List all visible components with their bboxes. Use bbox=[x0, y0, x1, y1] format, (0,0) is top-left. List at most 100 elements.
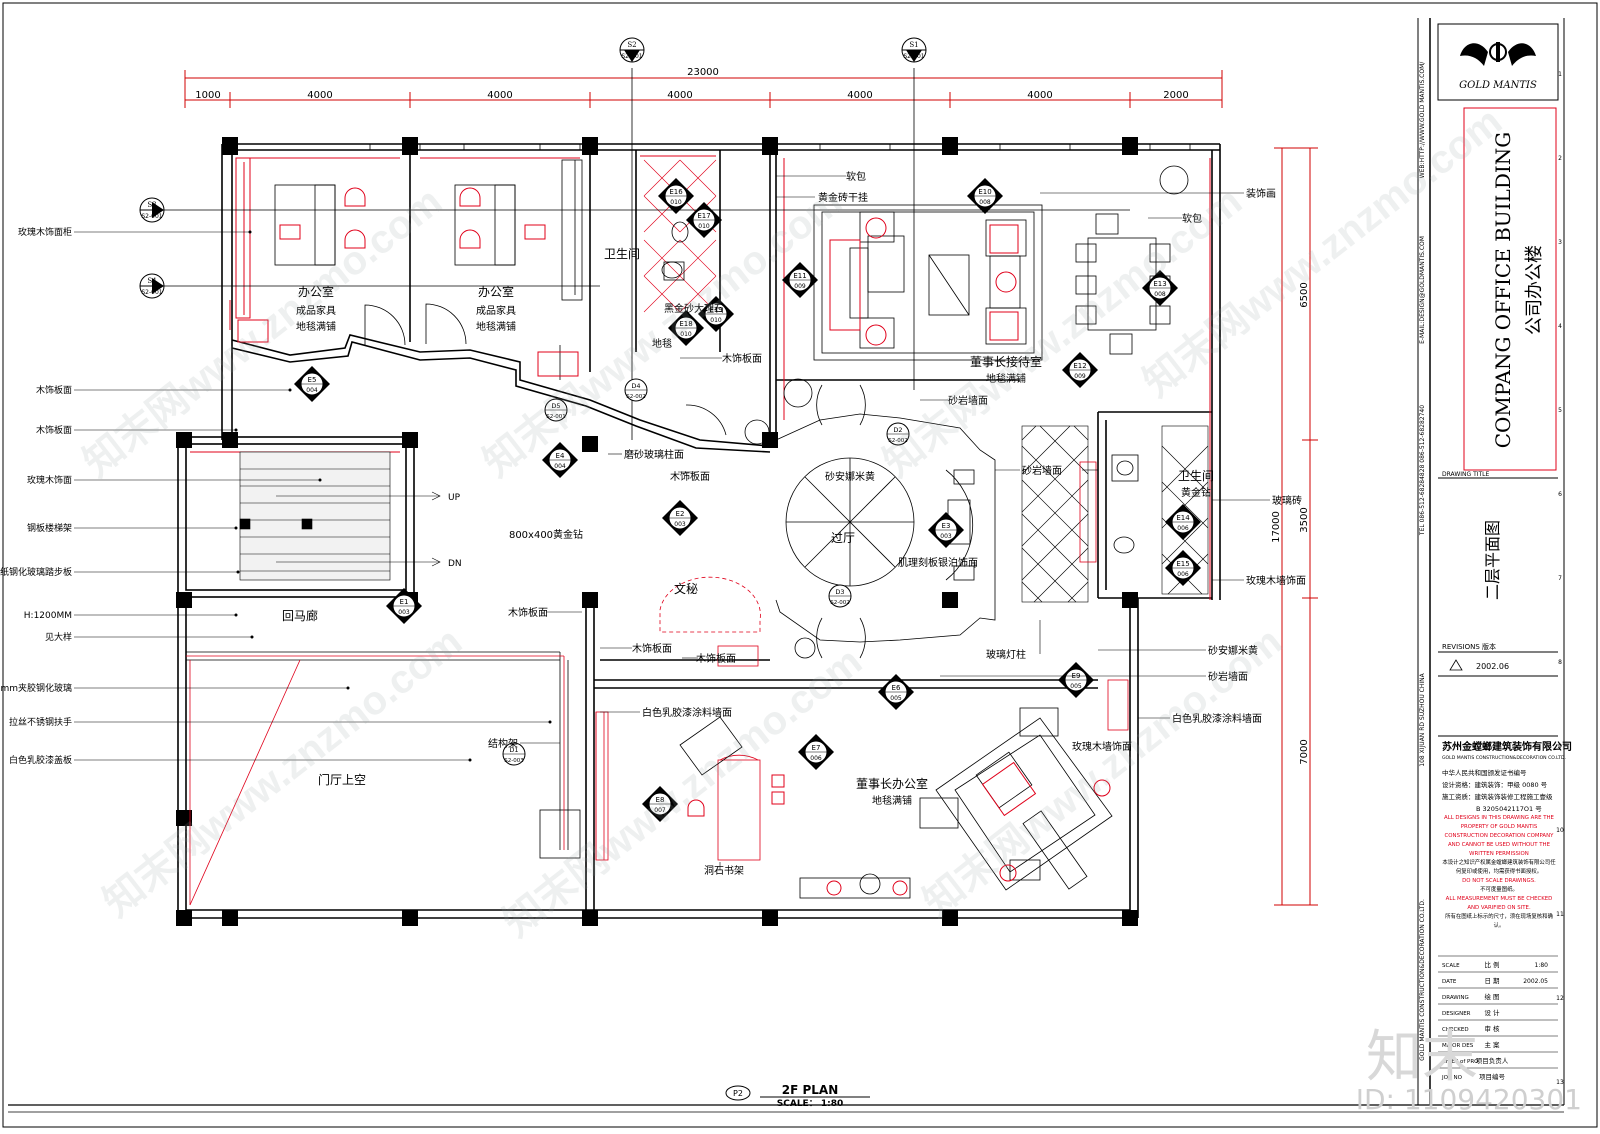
svg-text:S2-001: S2-001 bbox=[621, 53, 642, 60]
left-label-8: 8mm+8mm夹胶钢化玻璃 bbox=[0, 682, 350, 694]
side-fax: TEL 086-512-68284828 086-512-68282740 bbox=[1419, 405, 1426, 536]
left-label-5: 19mm+19mm夹纸钢化玻璃踏步板 bbox=[0, 566, 240, 578]
floor-tile-label: 800x400黄金钻 bbox=[509, 528, 583, 541]
tb-row-en: DATE bbox=[1442, 979, 1457, 985]
left-label-1: 木饰板面 bbox=[36, 384, 292, 396]
side-email: E-MAIL:DESIGN@GOLDMANTIS.COM bbox=[1419, 236, 1426, 344]
elevation-ref: 008 bbox=[1154, 291, 1166, 298]
label-mushi-3: 木饰板面 bbox=[508, 606, 548, 619]
lobby-void bbox=[186, 651, 581, 859]
side-tick: 3 bbox=[1558, 239, 1562, 246]
dimension-lines-top: 23000 1000 4000 4000 4000 4000 4000 2000 bbox=[184, 67, 1223, 108]
left-label-text: 8mm+8mm夹胶钢化玻璃 bbox=[0, 682, 72, 694]
svg-text:S2-001: S2-001 bbox=[141, 213, 162, 220]
tb-row-cn: 审 核 bbox=[1484, 1024, 1500, 1033]
company-cn: 苏州金螳螂建筑装饰有限公司 bbox=[1442, 740, 1572, 753]
elevation-num: E5 bbox=[308, 376, 317, 384]
left-label-text: H:1200MM bbox=[24, 611, 72, 621]
dim-right-total: 17000 bbox=[1271, 511, 1282, 543]
label-shayan-1: 砂岩墙面 bbox=[948, 394, 988, 407]
tb-row-cn: 日 期 bbox=[1484, 977, 1500, 985]
room-huangjinzuan: 黄金钻 bbox=[1181, 486, 1211, 499]
elevation-ref: 010 bbox=[710, 317, 722, 324]
side-tick: 11 bbox=[1556, 911, 1564, 918]
side-tick: 1 bbox=[1558, 71, 1562, 78]
plan-scale: SCALE： 1:80 bbox=[777, 1099, 843, 1109]
dim-right-2: 3500 bbox=[1299, 507, 1310, 532]
svg-text:S2-001: S2-001 bbox=[141, 289, 162, 296]
office-furniture bbox=[274, 159, 583, 301]
dim-1: 4000 bbox=[307, 90, 332, 101]
label-mushi-2: 木饰板面 bbox=[670, 470, 710, 483]
room-secretary: 文秘 bbox=[674, 581, 698, 596]
material-labels: 软包 黄金砖干挂 黑金砂大理石 木饰板面 砂岩墙面 磨砂玻璃柱面 木饰板面 木饰… bbox=[488, 170, 1306, 877]
detail-ref: S2-003 bbox=[504, 758, 524, 764]
warning-en: ALL DESIGNS IN THIS DRAWING ARE THE PROP… bbox=[1444, 815, 1554, 857]
logo-text: GOLD MANTIS bbox=[1459, 80, 1537, 91]
section-mark-S4: S4 S2-001 bbox=[139, 273, 600, 299]
dim-0: 1000 bbox=[195, 90, 220, 101]
label-meigui-2: 玫瑰木墙饰面 bbox=[1072, 740, 1132, 753]
detail-num: D4 bbox=[631, 382, 640, 390]
sheet-tag: P2 bbox=[733, 1089, 743, 1098]
label-ruqi-1: 白色乳胶漆涂料墙面 bbox=[642, 706, 732, 719]
reception-red bbox=[829, 217, 1019, 346]
elevation-num: E4 bbox=[556, 452, 565, 460]
label-huangjinzhuan: 黄金砖干挂 bbox=[818, 191, 868, 204]
side-company: GOLD MANTIS CONSTRUCTION&DECORATION CO.L… bbox=[1419, 899, 1426, 1061]
cert-line-2: 施工资质：建筑装饰装修工程施工壹级 bbox=[1442, 792, 1553, 801]
plan-title: P2 2F PLAN SCALE： 1:80 bbox=[725, 1083, 870, 1109]
elevation-num: E17 bbox=[697, 212, 710, 220]
dim-right-1: 6500 bbox=[1299, 282, 1310, 307]
left-label-text: 玫瑰木饰面柜 bbox=[18, 226, 72, 238]
label-jiegou: 结构架 bbox=[488, 737, 518, 750]
revision-triangle-icon bbox=[1449, 659, 1463, 671]
label-boli-lamp: 玻璃灯柱 bbox=[986, 648, 1026, 661]
room-office-2: 办公室 bbox=[478, 284, 514, 299]
section-marks: S2 S2-001 S1 S2-001 S3 S2-001 S4 S2-001 bbox=[139, 37, 1130, 440]
room-hall: 过厅 bbox=[831, 531, 855, 545]
detail-num: D2 bbox=[893, 426, 902, 434]
revision-value: 2002.06 bbox=[1476, 662, 1509, 671]
red-cabinet bbox=[237, 319, 269, 343]
room-office-2-furn: 成品家具 bbox=[476, 304, 516, 317]
elevation-ref: 007 bbox=[654, 807, 666, 814]
side-tick: 8 bbox=[1558, 659, 1562, 666]
elevation-ref: 009 bbox=[1074, 373, 1086, 380]
doors bbox=[364, 303, 866, 659]
left-label-text: 玫瑰木饰面 bbox=[27, 474, 72, 486]
elevation-num: E6 bbox=[892, 684, 901, 692]
dim-4: 4000 bbox=[847, 90, 872, 101]
dimension-lines-right bbox=[1274, 147, 1318, 906]
side-tick: 10 bbox=[1556, 827, 1564, 834]
label-shayan-2: 砂岩墙面 bbox=[1022, 464, 1062, 477]
tb-row-en: DESIGNER bbox=[1442, 1011, 1471, 1017]
sanitary-fixtures bbox=[661, 221, 1139, 554]
tb-row-en: CHECKED bbox=[1442, 1027, 1469, 1033]
room-reception-carpet: 地毯满铺 bbox=[986, 372, 1026, 385]
windows bbox=[369, 143, 1191, 151]
stair-dn: DN bbox=[448, 559, 462, 569]
tb-row-val: 1:80 bbox=[1535, 962, 1549, 969]
room-lobby-void: 门厅上空 bbox=[318, 772, 366, 787]
tb-row-en: MAJOR DES bbox=[1442, 1043, 1474, 1049]
elevation-ref: 006 bbox=[810, 755, 822, 762]
elevation-ref: 004 bbox=[554, 463, 566, 470]
elevation-num: E10 bbox=[978, 188, 991, 196]
room-office-2-carpet: 地毯满铺 bbox=[476, 320, 516, 333]
lobby-void-red bbox=[186, 461, 1129, 906]
